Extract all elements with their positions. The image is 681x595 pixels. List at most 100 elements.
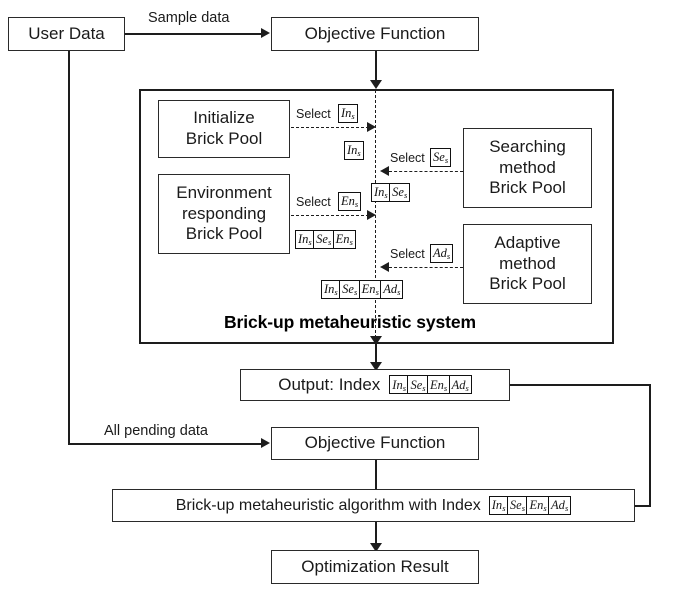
chain-2-chip-ses-text: Se — [392, 185, 404, 200]
algorithm-chain-chip-ads-text: Ad — [551, 498, 565, 513]
chip-select-ens-text: En — [341, 194, 355, 209]
algorithm-chain-chip-ads-sub: s — [564, 503, 569, 514]
chain-4-chip-ins-text: In — [324, 282, 335, 297]
chip-select-ads-sub: s — [446, 251, 451, 262]
node-adaptive-brick-pool-line2: method — [499, 253, 556, 273]
node-user-data-label: User Data — [28, 23, 105, 43]
edge-rail-to-algorithm — [635, 505, 651, 507]
node-environment-brick-pool-line1: Environment — [176, 182, 272, 202]
node-initialize-brick-pool-line2: Brick Pool — [185, 129, 263, 148]
system-spine-arrowhead — [369, 336, 382, 345]
chain-3-chip-ins-text: In — [298, 232, 309, 247]
node-adaptive-brick-pool: Adaptive method Brick Pool — [463, 224, 592, 304]
chain-4-chip-ads-text: Ad — [383, 282, 398, 297]
algorithm-chain-chip-ens-text: En — [529, 498, 544, 513]
chain-2-chip-ins-text: In — [374, 185, 385, 200]
edge-initialize-select — [291, 127, 369, 128]
node-environment-brick-pool-line3: Brick Pool — [185, 224, 263, 244]
algorithm-chain-chip-ses-text: Se — [509, 498, 522, 513]
node-objective-function-bottom-label: Objective Function — [304, 433, 446, 453]
edge-userdata-to-objective — [125, 33, 262, 35]
chain-1-chip-ins-sub: s — [357, 148, 361, 159]
edge-adaptive-select — [389, 267, 463, 268]
node-user-data: User Data — [8, 17, 125, 51]
node-objective-function-top-label: Objective Function — [304, 23, 446, 43]
node-searching-brick-pool: Searching method Brick Pool — [463, 128, 592, 208]
chain-4-chip-ins-sub: s — [334, 287, 338, 298]
node-adaptive-brick-pool-line1: Adaptive — [494, 232, 561, 252]
edge-adaptive-select-arrowhead — [380, 261, 389, 272]
edge-output-to-rail — [510, 384, 651, 386]
chain-4-chip-ses-sub: s — [353, 287, 358, 298]
node-environment-brick-pool-line2: responding — [181, 203, 267, 223]
algorithm-chain-chip-ens-sub: s — [543, 503, 547, 514]
chain-3-chip-ins-sub: s — [308, 237, 312, 248]
node-environment-brick-pool: Environment responding Brick Pool — [158, 174, 290, 254]
edge-objective-bottom-to-algorithm — [375, 460, 377, 490]
edge-label-sample-data: Sample data — [148, 10, 230, 26]
output-chain-chip-ads-sub: s — [465, 382, 469, 393]
edge-algorithm-to-result-arrowhead — [369, 543, 382, 552]
edge-label-select-ses: Select — [390, 151, 425, 165]
edge-initialize-select-arrowhead — [367, 121, 376, 132]
edge-label-select-ens: Select — [296, 195, 331, 209]
edge-label-select-ads: Select — [390, 247, 425, 261]
edge-right-rail — [649, 384, 651, 506]
node-optimization-result: Optimization Result — [271, 550, 479, 584]
output-chain-chip-ses-text: Se — [410, 377, 423, 392]
chip-select-ins-text: In — [341, 106, 352, 121]
edge-objective-to-system — [375, 51, 377, 85]
edge-objective-to-system-arrowhead — [369, 80, 382, 89]
chain-2-chip-ses-sub: s — [403, 190, 408, 201]
node-output-index-label: Output: Index — [278, 374, 381, 394]
edge-label-all-pending-data: All pending data — [104, 423, 208, 439]
edge-searching-select — [389, 171, 463, 172]
chain-3-chip-ens-text: En — [335, 232, 350, 247]
edge-searching-select-arrowhead — [380, 165, 389, 176]
algorithm-chain-chip-ins-sub: s — [502, 503, 506, 514]
algorithm-chain-chip-ses-sub: s — [521, 503, 526, 514]
node-initialize-brick-pool: Initialize Brick Pool — [158, 100, 290, 158]
node-optimization-result-label: Optimization Result — [301, 556, 449, 576]
system-title-label: Brick-up metaheuristic system — [224, 312, 476, 332]
node-objective-function-bottom: Objective Function — [271, 427, 479, 460]
edge-userdata-to-objective-bottom-arrowhead — [261, 437, 270, 448]
chip-select-ens-sub: s — [354, 199, 359, 210]
edge-environment-select — [291, 215, 369, 216]
edge-label-select-ins: Select — [296, 107, 331, 121]
edge-userdata-to-objective-bottom — [68, 443, 262, 445]
output-chain-chip-ins-text: In — [392, 377, 403, 392]
node-algorithm-label: Brick-up metaheuristic algorithm with In… — [175, 496, 481, 514]
node-adaptive-brick-pool-line3: Brick Pool — [489, 274, 566, 294]
output-chain-chip-ins-sub: s — [402, 382, 407, 393]
chain-2-chip-ins-sub: s — [384, 190, 388, 201]
node-searching-brick-pool-line1: Searching — [489, 136, 566, 156]
node-objective-function-top: Objective Function — [271, 17, 479, 51]
edge-system-to-output — [375, 344, 377, 369]
edge-userdata-down — [68, 51, 70, 444]
node-searching-brick-pool-line3: Brick Pool — [489, 178, 566, 198]
output-chain-chip-ens-text: En — [429, 377, 444, 392]
chip-select-ses-sub: s — [444, 155, 449, 166]
